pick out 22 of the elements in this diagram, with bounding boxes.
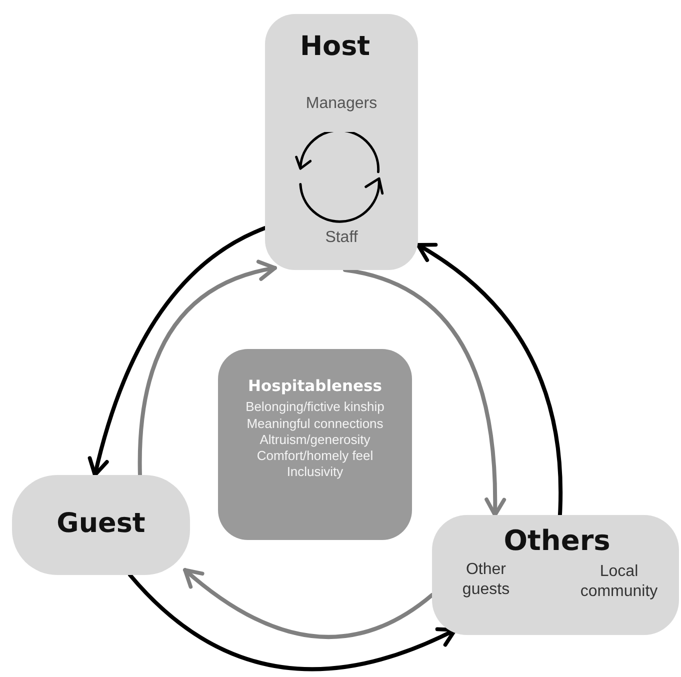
box-heading: Host xyxy=(298,30,372,64)
group-label: Other guests xyxy=(461,560,511,600)
role-label: Staff xyxy=(324,228,359,248)
arrow xyxy=(416,242,562,517)
arrow xyxy=(183,568,434,639)
arrow xyxy=(138,260,277,477)
value-item: Altruism/generosity xyxy=(260,432,370,448)
arrow xyxy=(88,226,267,477)
arrow xyxy=(343,268,506,517)
value-item: Belonging/fictive kinship xyxy=(246,399,384,416)
box-heading: Hospitableness xyxy=(248,377,382,396)
arrow xyxy=(128,573,457,672)
value-item: Meaningful connections xyxy=(246,416,384,432)
rounded-box xyxy=(218,349,412,540)
role-label: Managers xyxy=(304,94,378,114)
value-item: Comfort/homely feel xyxy=(256,448,374,464)
rounded-box xyxy=(265,14,418,270)
group-label: Local community xyxy=(579,562,659,602)
value-item: Inclusivity xyxy=(286,464,344,481)
rounded-box xyxy=(432,515,679,635)
box-heading: Others xyxy=(502,523,612,558)
box-heading: Guest xyxy=(56,507,146,541)
